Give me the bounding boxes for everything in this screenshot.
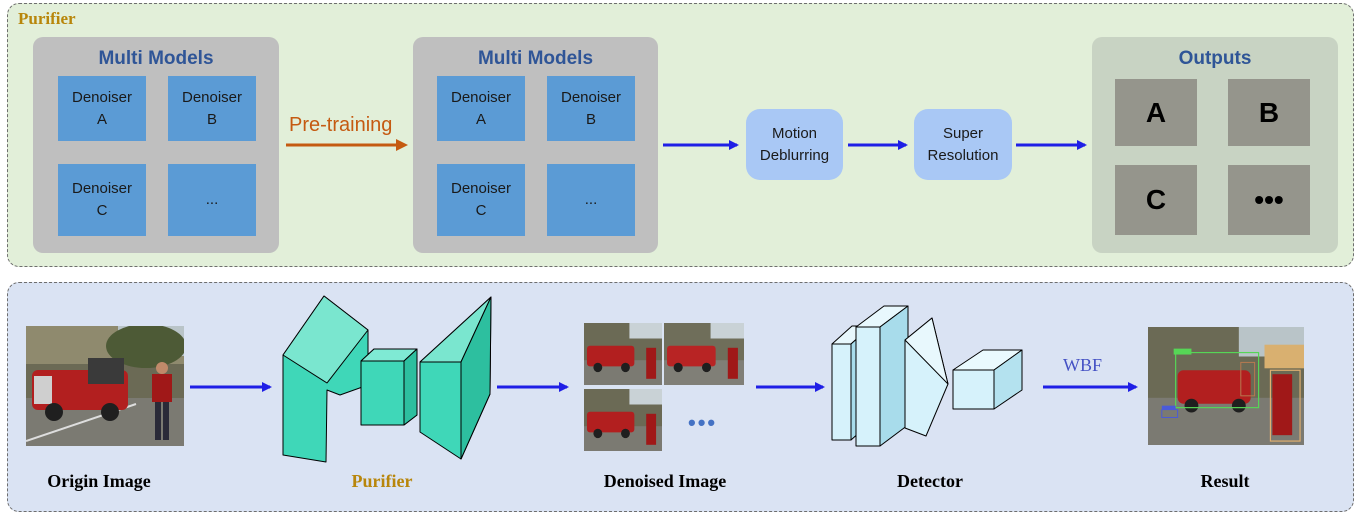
- detector-layer-1: [831, 343, 852, 441]
- output-c: C: [1115, 165, 1197, 235]
- deblurring-label: Deblurring: [759, 146, 830, 164]
- denoiser-a-left: Denoiser A: [58, 76, 146, 141]
- denoiser-b-right: Denoiser B: [547, 76, 635, 141]
- denoiser-b-left: Denoiser B: [168, 76, 256, 141]
- denoised-image-2: [664, 323, 744, 385]
- denoised-image-1: [584, 323, 662, 385]
- origin-image: [26, 326, 184, 446]
- detection-box-bird: [1161, 409, 1179, 418]
- denoiser-id: B: [206, 110, 217, 128]
- purifier-caption: Purifier: [351, 471, 413, 491]
- super-resolution-node: Super Resolution: [914, 109, 1012, 180]
- street-photo: [584, 389, 662, 451]
- street-photo: [584, 323, 662, 385]
- street-photo: [26, 326, 184, 446]
- ellipsis: ...: [584, 191, 598, 208]
- pretraining-label: Pre-training: [289, 114, 393, 136]
- resolution-label: Resolution: [927, 146, 999, 164]
- denoiser-id: C: [475, 202, 487, 219]
- result-image: [1148, 327, 1304, 445]
- denoised-image-3: [584, 389, 662, 451]
- denoised-image-caption: Denoised Image: [603, 471, 727, 491]
- denoiser-label: Denoiser: [181, 88, 243, 106]
- detection-box-person: [1269, 369, 1301, 442]
- denoiser-id: B: [585, 110, 596, 128]
- origin-image-caption: Origin Image: [47, 471, 151, 491]
- motion-label: Motion: [771, 124, 818, 142]
- detection-box-car: [1175, 351, 1260, 409]
- denoiser-id: C: [96, 202, 108, 219]
- detection-box-person-2: [1240, 361, 1256, 397]
- multi-models-left-box: Multi Models Denoiser A Denoiser B Denoi…: [33, 37, 279, 253]
- purifier-panel-title: Purifier: [18, 9, 76, 28]
- detector-head: [952, 369, 995, 410]
- denoiser-a-right: Denoiser A: [437, 76, 525, 141]
- multi-models-right-title: Multi Models: [477, 48, 594, 69]
- super-label: Super: [942, 124, 984, 142]
- denoiser-c-left: Denoiser C: [58, 164, 146, 236]
- denoiser-label: Denoiser: [71, 180, 133, 197]
- pipeline-panel: [7, 282, 1354, 512]
- denoiser-label: Denoiser: [71, 88, 133, 106]
- denoiser-more-right: ...: [547, 164, 635, 236]
- ellipsis: ...: [205, 191, 219, 208]
- motion-deblurring-node: Motion Deblurring: [746, 109, 843, 180]
- detector-caption: Detector: [897, 471, 963, 491]
- result-caption: Result: [1200, 471, 1250, 491]
- denoiser-label: Denoiser: [450, 88, 512, 106]
- denoiser-id: A: [96, 110, 107, 128]
- outputs-box: Outputs A B C •••: [1092, 37, 1338, 253]
- outputs-title: Outputs: [1178, 48, 1252, 69]
- denoiser-label: Denoiser: [450, 180, 512, 197]
- denoiser-id: A: [475, 110, 486, 128]
- output-b: B: [1228, 79, 1310, 146]
- denoiser-label: Denoiser: [560, 88, 622, 106]
- output-a: A: [1115, 79, 1197, 146]
- detector-layer-2: [855, 326, 881, 447]
- more-images-ellipsis: •••: [688, 410, 718, 435]
- output-more: •••: [1228, 165, 1310, 235]
- street-photo: [664, 323, 744, 385]
- street-photo-with-boxes: [1148, 327, 1304, 445]
- wbf-label: WBF: [1063, 355, 1103, 375]
- denoiser-c-right: Denoiser C: [437, 164, 525, 236]
- multi-models-right-box: Multi Models Denoiser A Denoiser B Denoi…: [413, 37, 658, 253]
- denoiser-more-left: ...: [168, 164, 256, 236]
- multi-models-left-title: Multi Models: [98, 48, 214, 69]
